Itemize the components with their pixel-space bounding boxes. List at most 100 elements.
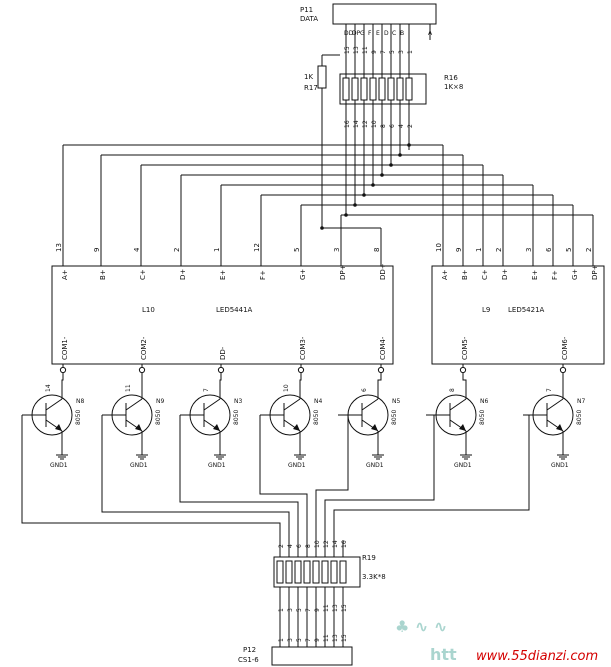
p12-ref: P12 (243, 646, 256, 654)
transistor-base-pin: 14 (45, 384, 52, 392)
r19-bottom-pin-label: 11 (323, 604, 330, 612)
collector-to-com-wire (61, 373, 64, 399)
r16-top-pin-label: 11 (362, 46, 369, 54)
gnd-label: GND1 (208, 462, 226, 469)
transistor-row: GND1N8805014GND1N9805011GND1N380507GND1N… (22, 373, 585, 469)
l10-seg-pin-number: 4 (133, 247, 141, 252)
l10-seg-pin-number: 3 (333, 248, 341, 252)
transistor-ref: N8 (76, 398, 84, 405)
r19-bottom-pin-label: 1 (278, 608, 285, 612)
base-to-r19-wire (259, 415, 308, 557)
junction-dot (371, 183, 375, 187)
transistor-base-pin: 7 (546, 388, 553, 392)
l10-com-pin-circle (377, 366, 385, 374)
r19-bottom-pin-label: 13 (332, 604, 339, 612)
l10-com-pin-circle (297, 366, 305, 374)
l10-seg-label: D+ (179, 269, 187, 280)
collector-to-com-wire (219, 373, 222, 399)
p11-pin-label: B (400, 30, 404, 37)
r19-top-pin-label: 10 (314, 540, 321, 548)
l10-seg-pin-number: 2 (173, 248, 181, 252)
r19-top-pin-label: 2 (278, 544, 285, 548)
base-to-r19-wire (179, 415, 299, 557)
l9-com-pin-circle (559, 366, 567, 374)
r19-top-pin-label: 8 (305, 544, 312, 548)
l9-seg-label: A+ (441, 269, 449, 280)
l10-seg-label: B+ (99, 269, 107, 280)
junction-dot (320, 226, 324, 230)
junction-dot (353, 203, 357, 207)
l10-seg-pin-number: 1 (213, 248, 221, 252)
r16-resistor-element (387, 77, 395, 101)
transistor-type: 8050 (313, 410, 320, 425)
transistor-collector (203, 398, 221, 411)
r16-ref: R16 (444, 74, 458, 82)
l10-com-pin-circle (217, 366, 225, 374)
l10-seg-pin-number: 9 (93, 248, 101, 252)
junction-dot (380, 173, 384, 177)
p11-pin-label: DD (344, 30, 354, 37)
gnd-label: GND1 (288, 462, 306, 469)
r19-resistor-element (285, 560, 293, 584)
r16-top-pin-label: 3 (398, 50, 405, 54)
l10-seg-pin-number: 5 (293, 248, 301, 252)
junction-dot (362, 193, 366, 197)
l10-seg-label: E+ (219, 270, 227, 280)
p11-pin-label: G (360, 30, 365, 37)
watermark-text: www.55dianzi.com (476, 649, 598, 664)
l10-seg-pin-number: 12 (253, 243, 261, 252)
r16-resistor-element (378, 77, 386, 101)
p12-pin-label: 5 (296, 638, 303, 642)
r16-top-pin-label: 15 (344, 46, 351, 54)
r19-top-pin-label: 16 (341, 540, 348, 548)
r16-top-pin-label: 5 (389, 50, 396, 54)
transistor-base-pin: 11 (125, 384, 132, 392)
junction-dot (344, 213, 348, 217)
r19-bottom-pin-label: 15 (341, 604, 348, 612)
transistor-base-pin: 7 (203, 388, 210, 392)
transistor-collector (449, 398, 467, 411)
collector-to-com-wire (462, 373, 467, 399)
r16-value: 1K×8 (444, 83, 463, 91)
r19-top-pin-label: 4 (287, 544, 294, 548)
collector-to-com-wire (299, 373, 302, 399)
r16-resistor-element (396, 77, 404, 101)
transistor-collector (45, 398, 63, 411)
transistor-base-pin: 10 (283, 384, 290, 392)
l9-seg-pin-number: 9 (455, 248, 463, 252)
r19-resistor-element (294, 560, 302, 584)
watermark-logo-mark: htt (430, 645, 457, 664)
transistor-type: 8050 (576, 410, 583, 425)
p11-pin-label: F (368, 30, 372, 37)
r16-bottom-pin-label: 12 (362, 120, 369, 128)
r19-top-pin-label: 6 (296, 544, 303, 548)
l10-seg-label: DP+ (339, 264, 347, 280)
p12-name: CS1-6 (238, 656, 259, 664)
r16-top-pin-label: 1 (407, 50, 414, 54)
l9-seg-label: C+ (481, 269, 489, 280)
l10-com-pin-circle (59, 366, 67, 374)
transistor-base-pin: 8 (449, 388, 456, 392)
l9-seg-pin-number: 2 (585, 248, 593, 252)
p12-pin-label: 3 (287, 638, 294, 642)
p12-pin-label: 11 (323, 634, 330, 642)
r16-bottom-pin-label: 14 (353, 120, 360, 128)
p12-pin-label: 15 (341, 634, 348, 642)
emitter-arrow (371, 424, 378, 431)
l9-com-label: COM6- (561, 336, 569, 360)
l10-display: L10 LED5441A A+13B+9C+4D+2E+1F+12G+5DP+3… (51, 243, 394, 374)
p12-pin-label: 1 (278, 638, 285, 642)
r17-ref: R17 (304, 84, 318, 92)
r16-bottom-pin-label: 8 (380, 124, 387, 128)
l10-part: LED5441A (216, 306, 253, 314)
watermark: ♣ ∿ ∿ htt www.55dianzi.com (395, 617, 598, 664)
transistor-ref: N3 (234, 398, 242, 405)
p12-pin-label: 9 (314, 638, 321, 642)
r19-top-pin-label: 12 (323, 540, 330, 548)
